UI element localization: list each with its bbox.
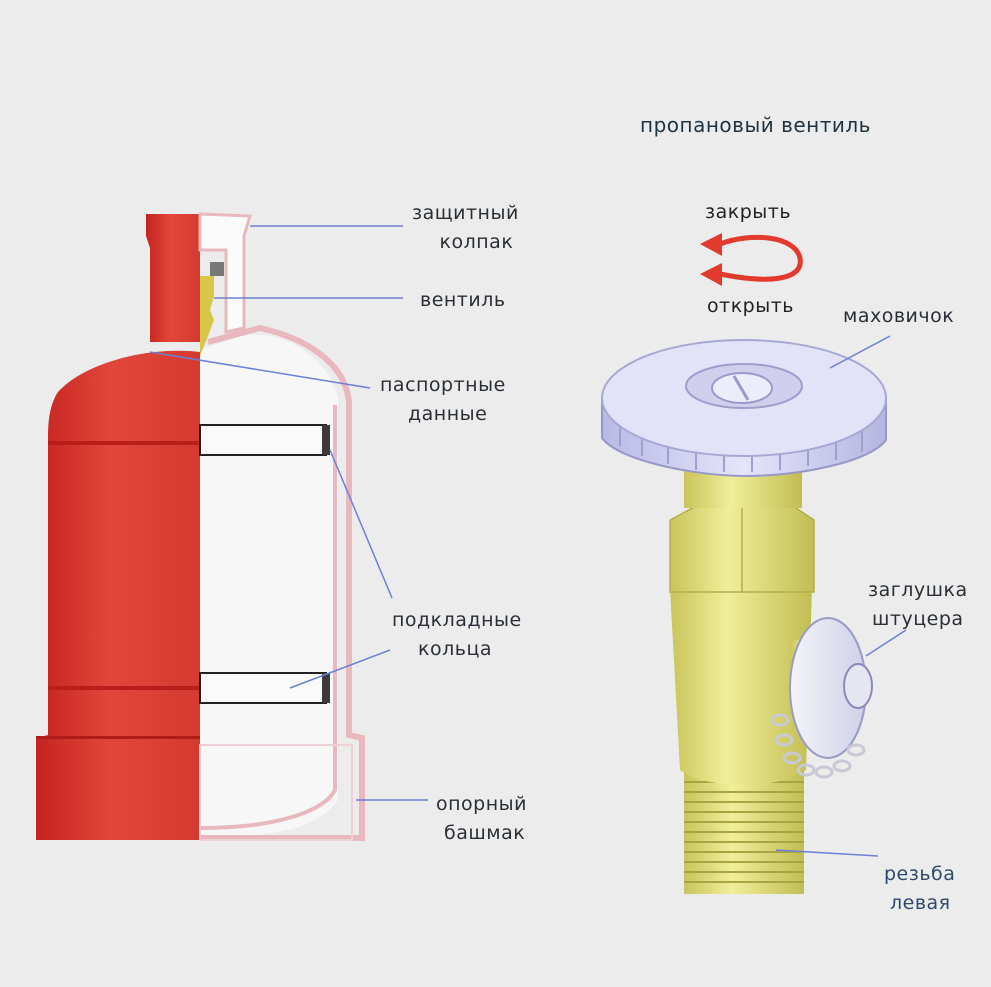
leader-ring-upper	[330, 450, 392, 598]
label-open: открыть	[707, 292, 794, 321]
rotation-arrow	[720, 237, 800, 279]
label-passport-line1: паспортные	[380, 371, 506, 400]
label-rings: подкладные кольца	[392, 606, 522, 663]
valve-top	[210, 262, 224, 276]
label-plug-line2: штуцера	[872, 605, 968, 634]
label-thread-line2: левая	[890, 889, 955, 918]
label-plug: заглушка штуцера	[868, 576, 968, 633]
support-ring-lower	[200, 673, 326, 703]
label-valve: вентиль	[420, 286, 506, 315]
arrow-head-close	[700, 233, 722, 256]
label-base-line2: башмак	[444, 819, 527, 848]
label-passport: паспортные данные	[380, 371, 506, 428]
cylinder-rib-top	[48, 441, 200, 445]
propane-valve	[602, 233, 886, 894]
label-handwheel: маховичок	[843, 302, 954, 331]
label-base-line1: опорный	[436, 790, 527, 819]
label-rings-line1: подкладные	[392, 606, 522, 635]
cylinder-rib-bottom	[48, 686, 200, 690]
label-close: закрыть	[705, 198, 791, 227]
base-edge	[36, 736, 200, 739]
arrow-head-open	[700, 263, 722, 286]
label-cap-line2: колпак	[434, 228, 519, 257]
support-ring-lower-edge	[322, 673, 330, 703]
label-thread: резьба левая	[884, 860, 955, 917]
diagram-title: пропановый вентиль	[640, 110, 871, 140]
plug-cap-face	[844, 664, 872, 708]
label-base: опорный башмак	[436, 790, 527, 847]
gas-cylinder	[36, 214, 362, 840]
cap-exterior	[146, 214, 200, 342]
cylinder-section	[200, 334, 338, 838]
leader-handwheel	[830, 336, 890, 368]
rotation-arc	[720, 237, 800, 279]
support-ring-upper	[200, 425, 326, 455]
label-plug-line1: заглушка	[868, 576, 968, 605]
label-cap: защитный колпак	[412, 199, 519, 256]
leader-plug	[866, 630, 906, 656]
label-passport-line2: данные	[408, 400, 506, 429]
label-cap-line1: защитный	[412, 199, 519, 228]
support-ring-upper-edge	[322, 425, 330, 455]
label-rings-line2: кольца	[418, 635, 522, 664]
cylinder-exterior	[36, 351, 200, 840]
label-thread-line1: резьба	[884, 860, 955, 889]
